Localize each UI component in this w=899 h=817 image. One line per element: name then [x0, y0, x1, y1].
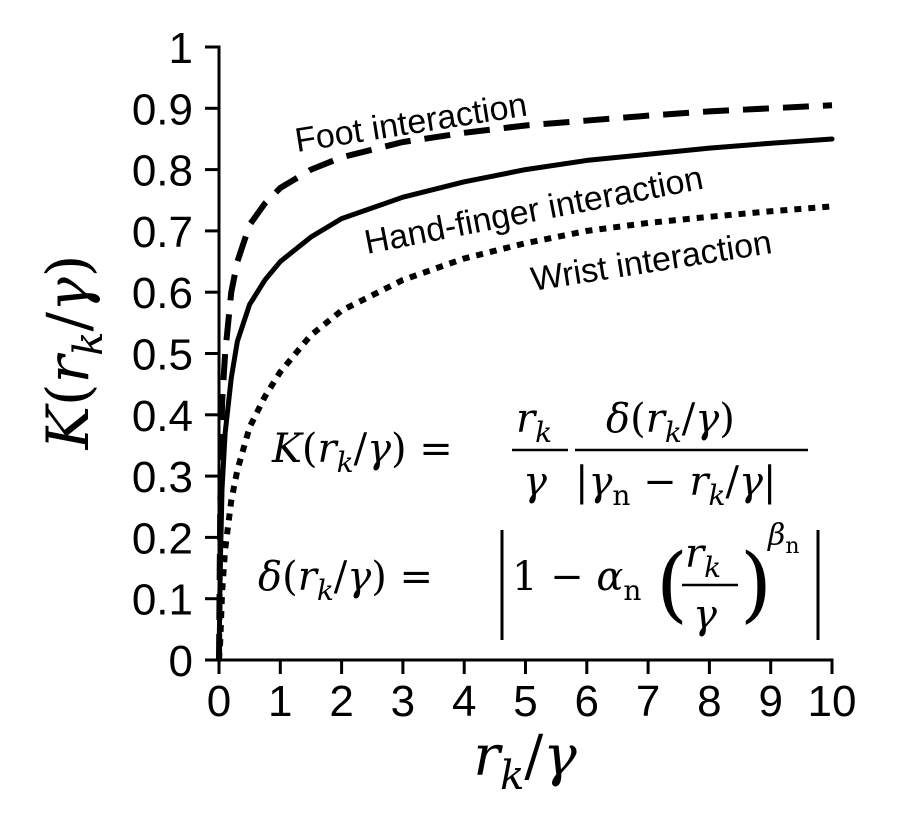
series-label-foot: Foot interaction: [292, 86, 529, 160]
x-tick-label: 1: [268, 677, 292, 726]
x-tick-label: 3: [391, 677, 415, 726]
x-tick-label: 9: [758, 677, 782, 726]
series-line-dashed: [216, 102, 833, 661]
svg-text:rk: rk: [685, 531, 721, 584]
svg-text:): ): [740, 537, 772, 632]
x-tick-label: 5: [513, 677, 537, 726]
x-tick-label: 2: [329, 677, 353, 726]
y-tick-label: 0.3: [132, 453, 193, 502]
svg-text:γ: γ: [693, 592, 717, 638]
svg-text:rk/γ: rk/γ: [473, 724, 577, 799]
svg-text:K(rk/γ): K(rk/γ): [34, 255, 112, 451]
y-tick-label: 0.8: [132, 147, 193, 196]
equation-k: K(rk/γ) = rk γ δ(rk/γ) |γn − rk/γ|: [271, 396, 808, 512]
svg-text:|γn − rk/γ|: |γn − rk/γ|: [575, 459, 776, 512]
svg-text:δ(rk/γ): δ(rk/γ): [606, 396, 735, 449]
x-axis-label: rk/γ: [473, 724, 577, 799]
y-tick-label: 0: [169, 637, 193, 686]
svg-text:K(rk/γ) =: K(rk/γ) =: [271, 426, 453, 479]
svg-text:1 − αn: 1 − αn: [512, 554, 641, 607]
y-axis-label: K(rk/γ): [34, 255, 112, 451]
series-label-wrist: Wrist interaction: [528, 223, 774, 299]
x-tick-label: 7: [636, 677, 660, 726]
x-tick-label: 0: [207, 677, 231, 726]
svg-text:rk: rk: [516, 396, 552, 449]
x-tick-label: 4: [452, 677, 476, 726]
x-tick-label: 10: [808, 677, 857, 726]
y-tick-label: 0.7: [132, 208, 193, 257]
x-tick-label: 8: [697, 677, 721, 726]
y-tick-label: 0.9: [132, 85, 193, 134]
x-tick-label: 6: [575, 677, 599, 726]
y-tick-label: 0.4: [132, 392, 193, 441]
series-lines: [216, 102, 835, 663]
svg-text:γ: γ: [523, 459, 547, 505]
y-tick-label: 0.5: [132, 331, 193, 380]
y-tick-label: 0.1: [132, 576, 193, 625]
y-tick-label: 0.2: [132, 514, 193, 563]
equation-delta: δ(rk/γ) = 1 − αn ( rk γ ) βn: [258, 518, 820, 640]
svg-text:δ(rk/γ) =: δ(rk/γ) =: [258, 554, 433, 607]
svg-text:βn: βn: [767, 518, 800, 559]
series-line-solid: [216, 136, 835, 663]
y-tick-label: 1: [169, 24, 193, 73]
y-tick-label: 0.6: [132, 269, 193, 318]
